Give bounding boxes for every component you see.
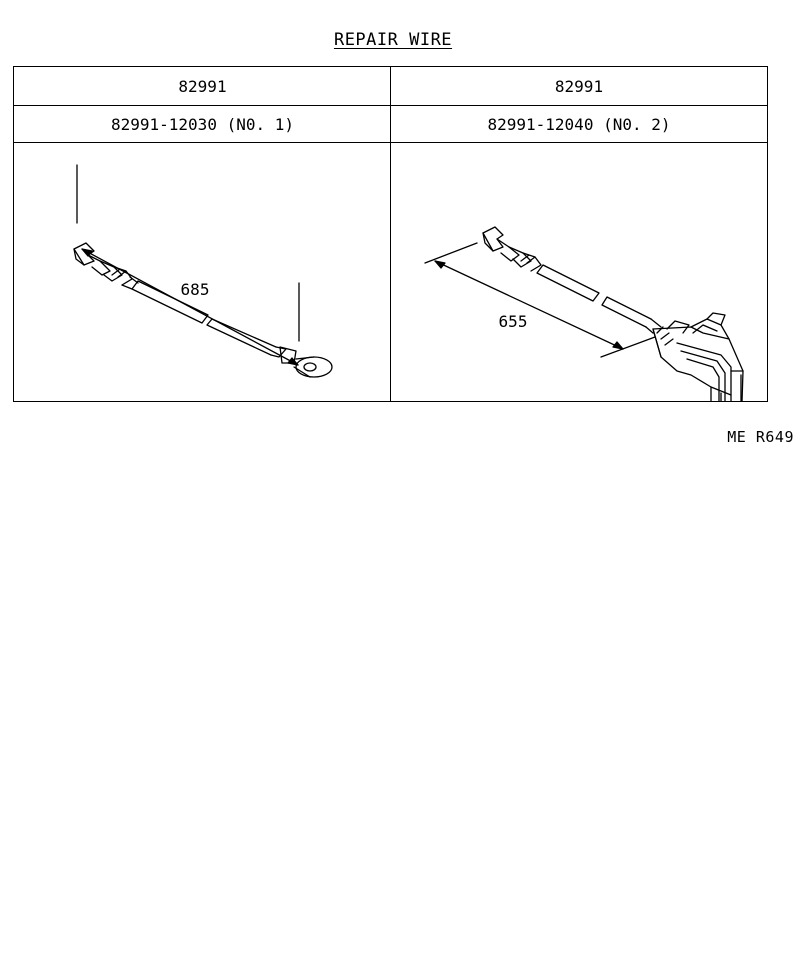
dimension-label-no2: 655 — [499, 312, 528, 331]
part-number-right: 82991-12040 (N0. 2) — [487, 114, 671, 134]
wire-sleeve-1 — [536, 264, 600, 302]
extension-line-top — [424, 242, 478, 264]
part-group-right: 82991 — [554, 76, 604, 96]
part-group-left: 82991 — [178, 76, 227, 96]
part-number-cell-left: 82991-12030 (N0. 1) — [14, 106, 391, 142]
figure-reference-code: ME R649 — [727, 428, 794, 446]
wire-sleeve-2 — [601, 296, 652, 328]
wire-drawing-no1: 685 — [73, 164, 333, 378]
dimension-line — [81, 248, 299, 366]
dimension-arrow-end — [612, 341, 624, 350]
connector-terminal — [482, 226, 542, 272]
ring-terminal-hole — [303, 362, 317, 372]
wire-drawing-no2: 655 — [424, 226, 744, 401]
extension-line-bottom — [600, 336, 656, 358]
part-number-left: 82991-12030 (N0. 1) — [110, 114, 295, 134]
wire-lead — [645, 318, 662, 334]
dimension-line — [434, 260, 624, 350]
part-number-cell-right: 82991-12040 (N0. 2) — [391, 106, 767, 142]
ring-terminal — [295, 356, 333, 378]
part-group-cell-left: 82991 — [14, 67, 391, 105]
dimension-arrow-start — [81, 248, 93, 257]
dimension-label-no1: 685 — [181, 280, 210, 299]
connector-bracket — [652, 312, 744, 401]
diagram-title-text: REPAIR WIRE — [333, 30, 453, 50]
column-divider — [390, 67, 391, 401]
diagram-title: REPAIR WIRE — [0, 30, 786, 50]
wire-sleeve-1 — [131, 280, 209, 324]
wire-sleeve-2 — [206, 318, 277, 356]
dimension-arrow-start — [434, 260, 446, 269]
crimp — [270, 346, 287, 358]
ring-terminal-neck — [293, 356, 315, 378]
part-group-cell-right: 82991 — [391, 67, 767, 105]
crimp-barrel — [279, 346, 297, 364]
parts-table: 82991 82991 82991-12030 (N0. 1) 82991-12… — [13, 66, 768, 402]
connector-terminal — [73, 242, 133, 286]
